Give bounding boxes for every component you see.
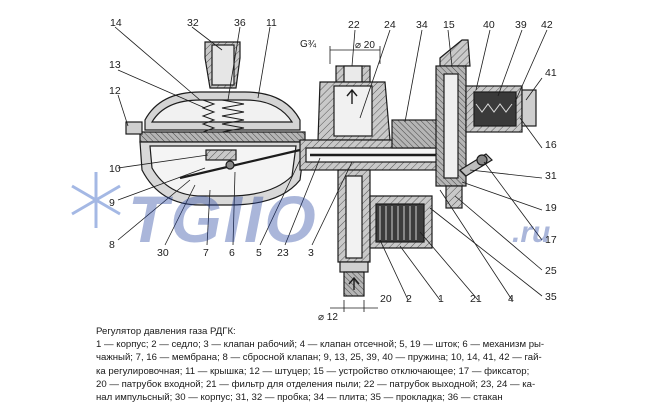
- caption-line: 20 — патрубок входной; 21 — фильтр для о…: [96, 378, 536, 390]
- callout-bottom: 6: [229, 247, 235, 259]
- caption-line: ка регулировочная; 11 — крышка; 12 — шту…: [96, 365, 530, 377]
- callout-top: 15: [443, 19, 455, 31]
- callout-right: 17: [545, 234, 557, 246]
- callout-left: 10: [109, 163, 121, 175]
- callout-right: 16: [545, 139, 557, 151]
- callout-top: 42: [541, 19, 553, 31]
- callouts: 14 32 36 11 22 24 34 15 40 39 42 13 12 1…: [109, 17, 557, 305]
- callout-bottom: 23: [277, 247, 289, 259]
- callout-bottom: 7: [203, 247, 209, 259]
- callout-top: 34: [416, 19, 428, 31]
- callout-top: 14: [110, 17, 122, 29]
- dimension-bottom: ⌀ 12: [318, 312, 338, 323]
- shutoff-device-right: [435, 39, 537, 209]
- callout-right: 19: [545, 202, 557, 214]
- regulator-body-center: [299, 65, 461, 297]
- callout-bottom: 21: [470, 293, 482, 305]
- callout-top: 36: [234, 17, 246, 29]
- regulator-body-left: [125, 41, 306, 206]
- spring-left: [201, 99, 216, 137]
- watermark-suffix: .ru: [512, 216, 550, 249]
- callout-right: 35: [545, 291, 557, 303]
- callout-top: 11: [266, 17, 277, 29]
- callout-bottom: 4: [508, 293, 514, 305]
- callout-left: 8: [109, 239, 115, 251]
- callout-bottom: 3: [308, 247, 314, 259]
- callout-left: 13: [109, 59, 121, 71]
- callout-top: 40: [483, 19, 495, 31]
- watermark-text: TGIIO: [128, 182, 318, 256]
- callout-bottom: 30: [157, 247, 169, 259]
- leader-lines: [114, 26, 548, 312]
- callout-left: 12: [109, 85, 121, 97]
- snowflake-icon: [71, 172, 121, 228]
- thread-label: G¾: [300, 39, 317, 50]
- caption-line: 1 — корпус; 2 — седло; 3 — клапан рабочи…: [96, 339, 545, 351]
- callout-bottom: 20: [380, 293, 392, 305]
- callout-bottom: 2: [406, 293, 412, 305]
- callout-top: 22: [348, 19, 360, 31]
- figure-caption: Регулятор давления газа РДГК: 1 — корпус…: [96, 325, 662, 404]
- callout-left: 9: [109, 197, 115, 209]
- callout-right: 25: [545, 265, 557, 277]
- caption-line: чажный; 7, 16 — мембрана; 8 — сбросной к…: [96, 352, 542, 364]
- callout-bottom: 5: [256, 247, 262, 259]
- callout-top: 24: [384, 19, 396, 31]
- callout-bottom: 1: [438, 293, 444, 305]
- callout-right: 31: [545, 170, 557, 182]
- caption-line: нал импульсный; 30 — корпус; 31, 32 — пр…: [96, 392, 503, 404]
- callout-right: 41: [545, 67, 557, 79]
- caption-title: Регулятор давления газа РДГК:: [96, 326, 236, 337]
- watermark-logo: TGIIO .ru: [71, 172, 550, 256]
- callout-top: 39: [515, 19, 527, 31]
- dimension-top: ⌀ 20: [355, 40, 375, 51]
- callout-top: 32: [187, 17, 199, 29]
